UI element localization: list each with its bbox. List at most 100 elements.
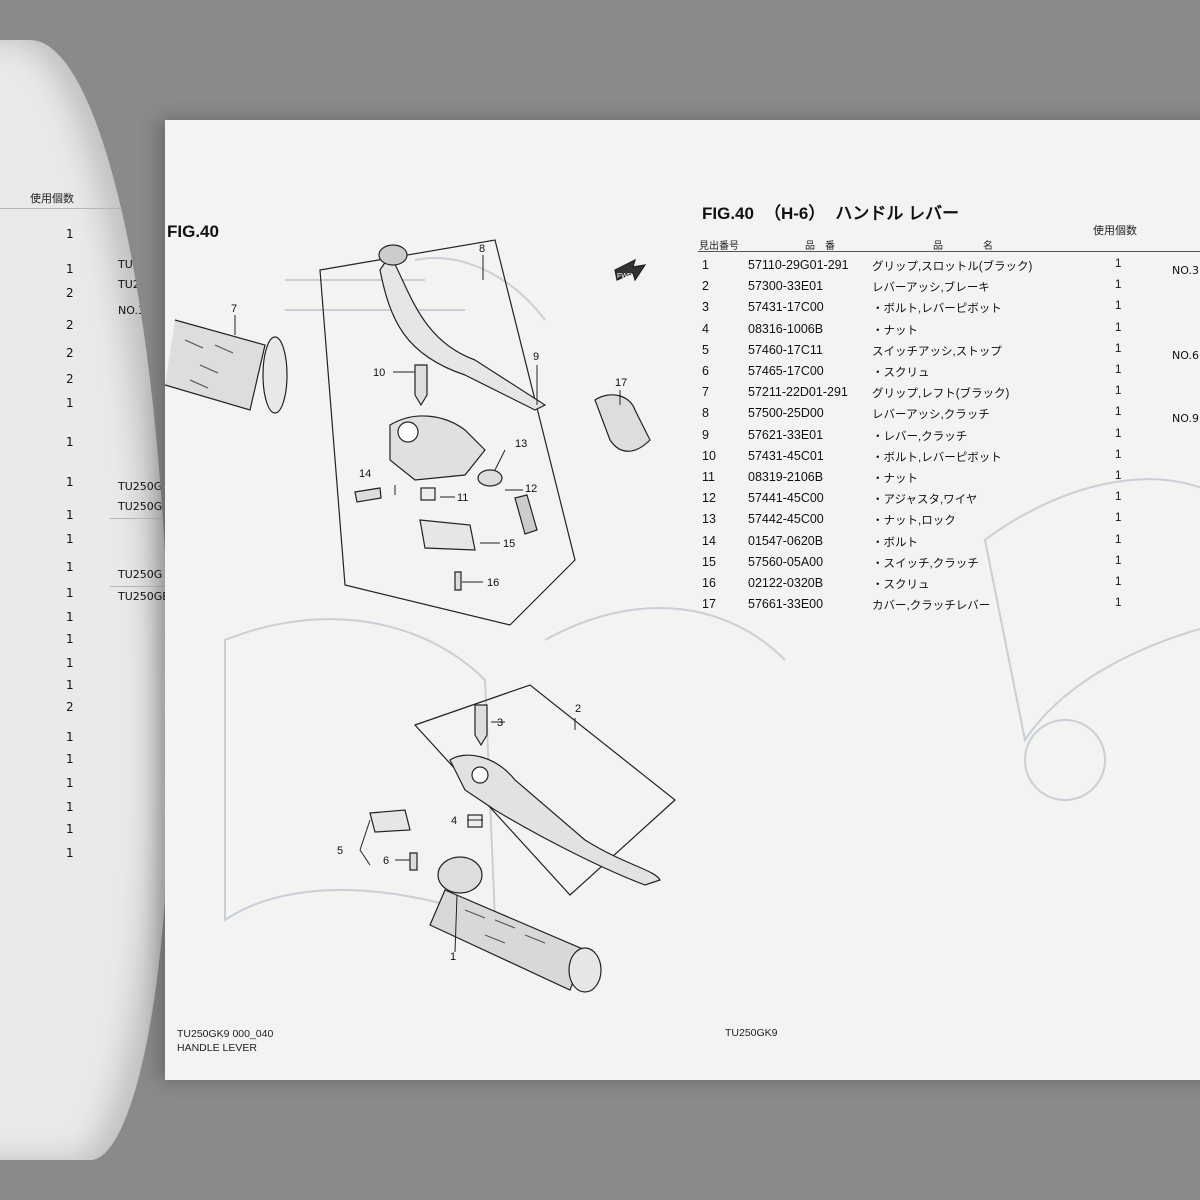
footer-right-code: TU250GK9 <box>725 1027 778 1039</box>
ref-number: 4 <box>702 321 709 336</box>
clutch-assembly-box <box>319 239 576 626</box>
callout-11: 11 <box>457 492 468 504</box>
ref-number: 9 <box>702 427 709 442</box>
left-grip-drawing <box>165 319 288 414</box>
ref-number: 8 <box>702 406 709 421</box>
part-number: 02122-0320B <box>748 576 824 590</box>
quantity: 1 <box>1115 533 1122 546</box>
left-qty-value: 2 <box>66 700 74 714</box>
part-name: ・ボルト <box>872 536 918 549</box>
left-qty-value: 1 <box>66 227 74 241</box>
part-number: 57621-33E01 <box>748 427 824 442</box>
left-model-note: TU250GB/GBZ <box>118 278 170 291</box>
ref-number: 15 <box>702 554 716 569</box>
figure-title: FIG.40（H-6）ハンドル レバー <box>702 199 969 224</box>
left-qty-value: 1 <box>66 632 74 646</box>
part-name: ・ナット <box>872 324 918 337</box>
ref-number: 13 <box>702 512 716 527</box>
quantity: 1 <box>1115 491 1122 504</box>
part-name: カバー,クラッチレバー <box>872 600 991 613</box>
header-rule <box>698 251 1200 252</box>
left-qty-value: 1 <box>66 800 74 814</box>
ref-number: 7 <box>702 385 709 400</box>
quantity: 1 <box>1115 448 1122 461</box>
part-name: ・ナット <box>872 473 918 485</box>
left-qty-value: 1 <box>66 730 74 744</box>
part-number: 57441-45C00 <box>748 491 824 506</box>
ref-number: 16 <box>702 576 716 590</box>
part-number: 57442-45C00 <box>748 512 824 527</box>
left-qty-value: 2 <box>66 318 74 332</box>
left-page-rule <box>110 518 170 519</box>
left-model-note: TU250G <box>118 258 163 271</box>
callout-3: 3 <box>497 717 503 729</box>
left-model-note: NO.3~5 アウム <box>118 304 170 317</box>
screw-6-drawing <box>409 852 418 871</box>
left-qty-value: 1 <box>66 678 74 692</box>
callout-17: 17 <box>615 377 627 389</box>
figure-number: FIG.40 <box>702 204 754 223</box>
callout-9: 9 <box>533 351 539 363</box>
quantity: 1 <box>1115 406 1122 419</box>
part-name: スイッチアッシ,ストップ <box>872 345 1002 358</box>
brake-lever-drawing <box>449 754 661 886</box>
ref-number: 17 <box>702 597 716 612</box>
clutch-switch-drawing <box>419 519 476 551</box>
left-qty-value: 2 <box>66 286 74 300</box>
left-qty-value: 1 <box>66 822 74 836</box>
footer-left: TU250GK9 000_040 HANDLE LEVER <box>177 1027 273 1055</box>
qty-column-header: 使用個数 <box>1093 224 1137 237</box>
fwd-arrow-icon <box>614 258 647 282</box>
part-number: 57460-17C11 <box>748 342 823 357</box>
ref-number: 5 <box>702 342 709 357</box>
quantity: 1 <box>1115 258 1122 270</box>
left-qty-value: 1 <box>66 752 74 766</box>
left-page-rule <box>0 208 170 209</box>
part-number: 57431-17C00 <box>748 300 824 315</box>
left-qty-value: 2 <box>66 372 74 386</box>
part-number: 57560-05A00 <box>748 554 824 569</box>
pivot-bolt-drawing <box>414 364 428 407</box>
part-name: ・ボルト,レバーピボット <box>872 303 1002 316</box>
quantity: 1 <box>1115 554 1122 567</box>
part-name: グリップ,スロットル(ブラック) <box>872 261 1033 273</box>
left-qty-value: 2 <box>66 346 74 360</box>
left-qty-value: 1 <box>66 532 74 546</box>
name-column-header: 品 名 <box>933 241 993 252</box>
callout-10: 10 <box>373 367 385 379</box>
left-qty-value: 1 <box>66 776 74 790</box>
callout-14: 14 <box>359 468 371 480</box>
right-page: FIG.40 FIG.40（H-6）ハンドル レバー 使用個数 見出番号 品 番… <box>165 120 1200 1080</box>
quantity: 1 <box>1115 279 1122 292</box>
ref-number: 3 <box>702 300 709 315</box>
part-name: ・アジャスタ,ワイヤ <box>872 494 978 507</box>
footer-section-title: HANDLE LEVER <box>177 1042 257 1054</box>
quantity: 1 <box>1115 512 1122 525</box>
part-name: グリップ,レフト(ブラック) <box>872 388 1010 401</box>
model-note: NO.9 <box>1172 412 1199 426</box>
part-number: 57661-33E00 <box>748 597 824 612</box>
left-qty-value: 1 <box>66 262 74 276</box>
part-number: 57465-17C00 <box>748 364 824 378</box>
adjuster-drawing <box>514 494 538 535</box>
part-number: 57431-45C01 <box>748 448 824 463</box>
left-qty-value: 1 <box>66 508 74 522</box>
callout-1: 1 <box>450 951 456 963</box>
footer-model-code: TU250GK9 000_040 <box>177 1028 274 1040</box>
left-model-note: TU250G <box>118 568 163 581</box>
left-qty-value: 1 <box>66 610 74 624</box>
left-model-note: TU250GB/GBZ <box>118 500 170 513</box>
quantity: 1 <box>1115 342 1122 355</box>
quantity: 1 <box>1115 427 1122 440</box>
callout-15: 15 <box>503 538 515 550</box>
clutch-lever-drawing <box>379 253 547 411</box>
figure-name: ハンドル レバー <box>835 204 960 223</box>
quantity: 1 <box>1115 470 1122 482</box>
nut-4-drawing <box>467 814 483 828</box>
callout-7: 7 <box>231 303 237 315</box>
left-qty-header: 使用個数 <box>30 192 74 205</box>
left-qty-value: 1 <box>66 435 74 449</box>
model-note: NO.6 <box>1172 348 1199 362</box>
